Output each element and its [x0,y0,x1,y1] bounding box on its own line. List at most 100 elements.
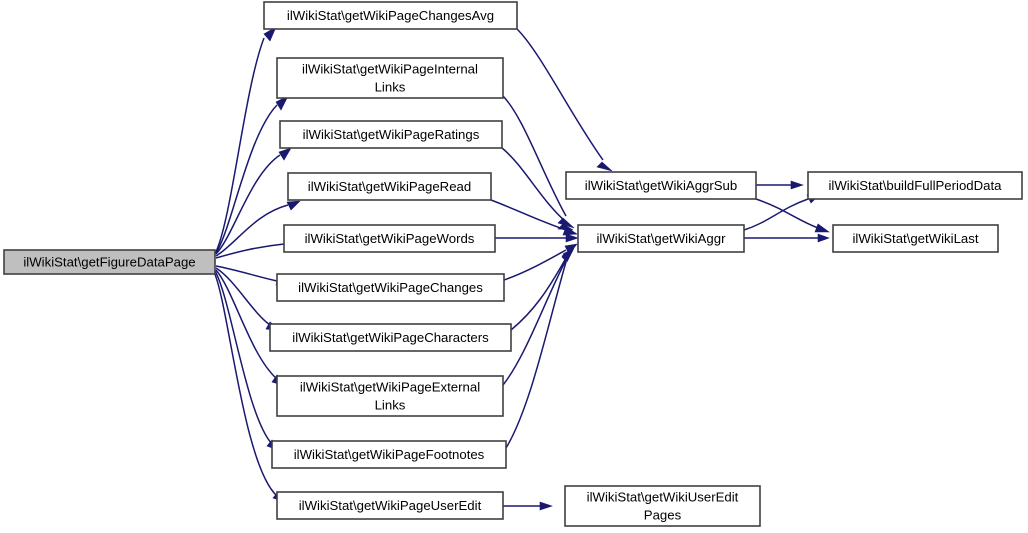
edge-wikiAggrSub-to-buildFullPeriodData [756,180,804,190]
node-box[interactable] [279,120,503,149]
edge-line [214,270,273,445]
arrow-head-icon [275,95,289,111]
arrow-head-icon [790,180,804,190]
edge-line [215,243,285,259]
node-label: ilWikiStat\getWikiLast [852,231,978,246]
node-label-line2: Links [375,397,406,412]
node-wikiAggrSub[interactable]: ilWikiStat\getWikiAggrSub [565,171,757,200]
node-pageUserEdit[interactable]: ilWikiStat\getWikiPageUserEdit [276,491,504,520]
node-pageChangesAvg[interactable]: ilWikiStat\getWikiPageChangesAvg [263,1,518,30]
node-label: ilWikiStat\getWikiPageRatings [303,127,480,142]
arrow-head-icon [817,233,830,243]
arrow-head-icon [278,147,292,161]
node-box[interactable] [3,249,216,275]
node-wikiLast[interactable]: ilWikiStat\getWikiLast [832,224,999,253]
edge-line [501,147,567,223]
node-label: ilWikiStat\getFigureDataPage [23,254,195,269]
node-box[interactable] [269,323,512,352]
edge-figureDataPage-to-pageChangesAvg [214,26,277,255]
edge-pageWords-to-wikiAggr [494,233,579,243]
node-box[interactable] [263,1,518,30]
node-label: ilWikiStat\buildFullPeriodData [829,178,1003,193]
edge-figureDataPage-to-pageRead [215,200,301,257]
edge-pageUserEdit-to-wikiUserEditPages [503,501,553,511]
node-label: ilWikiStat\getWikiPageInternal [302,61,478,76]
node-box[interactable] [564,485,761,527]
edge-wikiAggr-to-wikiLast [743,233,830,243]
arrow-head-icon [814,223,830,233]
arrow-head-icon [565,233,579,243]
node-label: ilWikiStat\getWikiAggr [597,231,727,246]
edge-figureDataPage-to-pageFootnotes [214,270,284,453]
arrow-head-icon [596,161,613,172]
arrow-head-icon [561,250,573,263]
node-label: ilWikiStat\getWikiPageChanges [298,280,483,295]
edge-line [215,154,281,255]
node-box[interactable] [276,57,504,99]
node-figureDataPage[interactable]: ilWikiStat\getFigureDataPage [3,249,216,275]
edge-line [502,259,567,386]
edge-pageRead-to-wikiAggr [490,199,578,236]
node-label: ilWikiStat\getWikiPageWords [305,231,475,246]
node-pageCharacters[interactable]: ilWikiStat\getWikiPageCharacters [269,323,512,352]
node-label: ilWikiStat\getWikiPageRead [308,179,471,194]
node-box[interactable] [565,171,757,200]
node-label: ilWikiStat\getWikiPageUserEdit [299,498,482,513]
edge-line [215,269,278,380]
node-buildFullPeriodData[interactable]: ilWikiStat\buildFullPeriodData [807,171,1023,200]
arrow-head-icon [562,226,578,236]
node-label: ilWikiStat\getWikiAggrSub [585,178,737,193]
edge-line [505,261,567,449]
node-box[interactable] [283,224,496,253]
node-box[interactable] [807,171,1023,200]
edge-line [743,198,809,231]
edge-figureDataPage-to-pageRatings [215,147,292,255]
edge-pageInternalLinks-to-wikiAggr [502,95,575,229]
edge-pageCharacters-to-wikiAggr [510,247,575,331]
edge-line [215,267,271,326]
node-box[interactable] [832,224,999,253]
edge-line [215,204,289,257]
node-box[interactable] [276,375,504,417]
node-pageChanges[interactable]: ilWikiStat\getWikiPageChanges [276,273,505,302]
arrow-head-icon [263,26,277,42]
arrow-head-icon [539,501,553,511]
edge-wikiAggr-to-buildFullPeriodData [743,194,820,231]
edge-figureDataPage-to-pageInternalLinks [215,95,289,254]
node-box[interactable] [577,224,745,253]
node-label: ilWikiStat\getWikiPageFootnotes [294,447,485,462]
node-box[interactable] [271,440,507,469]
node-label: ilWikiStat\getWikiPageCharacters [292,330,489,345]
node-box[interactable] [276,491,504,520]
node-label-line2: Pages [644,507,682,522]
edge-line [516,28,604,161]
node-pageWords[interactable]: ilWikiStat\getWikiPageWords [283,224,496,253]
node-pageRatings[interactable]: ilWikiStat\getWikiPageRatings [279,120,503,149]
edge-wikiAggrSub-to-wikiLast [755,198,830,233]
edges-layer [213,26,830,511]
edge-pageChangesAvg-to-wikiAggrSub [516,28,613,172]
node-pageRead[interactable]: ilWikiStat\getWikiPageRead [287,172,492,201]
node-box[interactable] [276,273,505,302]
edge-pageRatings-to-wikiAggr [501,147,574,231]
node-box[interactable] [287,172,492,201]
edge-line [510,257,567,331]
node-label-line2: Links [375,79,406,94]
node-pageFootnotes[interactable]: ilWikiStat\getWikiPageFootnotes [271,440,507,469]
edge-line [503,249,567,281]
arrow-head-icon [286,200,301,211]
edge-pageFootnotes-to-wikiAggr [505,250,573,449]
edge-line [215,265,278,282]
node-wikiAggr[interactable]: ilWikiStat\getWikiAggr [577,224,745,253]
nodes-layer: ilWikiStat\getFigureDataPage ilWikiStat\g… [3,1,1023,527]
node-label: ilWikiStat\getWikiPageChangesAvg [287,8,494,23]
edge-line [490,199,567,231]
edge-line [755,198,819,229]
node-label: ilWikiStat\getWikiUserEdit [587,489,739,504]
node-label: ilWikiStat\getWikiPageExternal [300,379,480,394]
